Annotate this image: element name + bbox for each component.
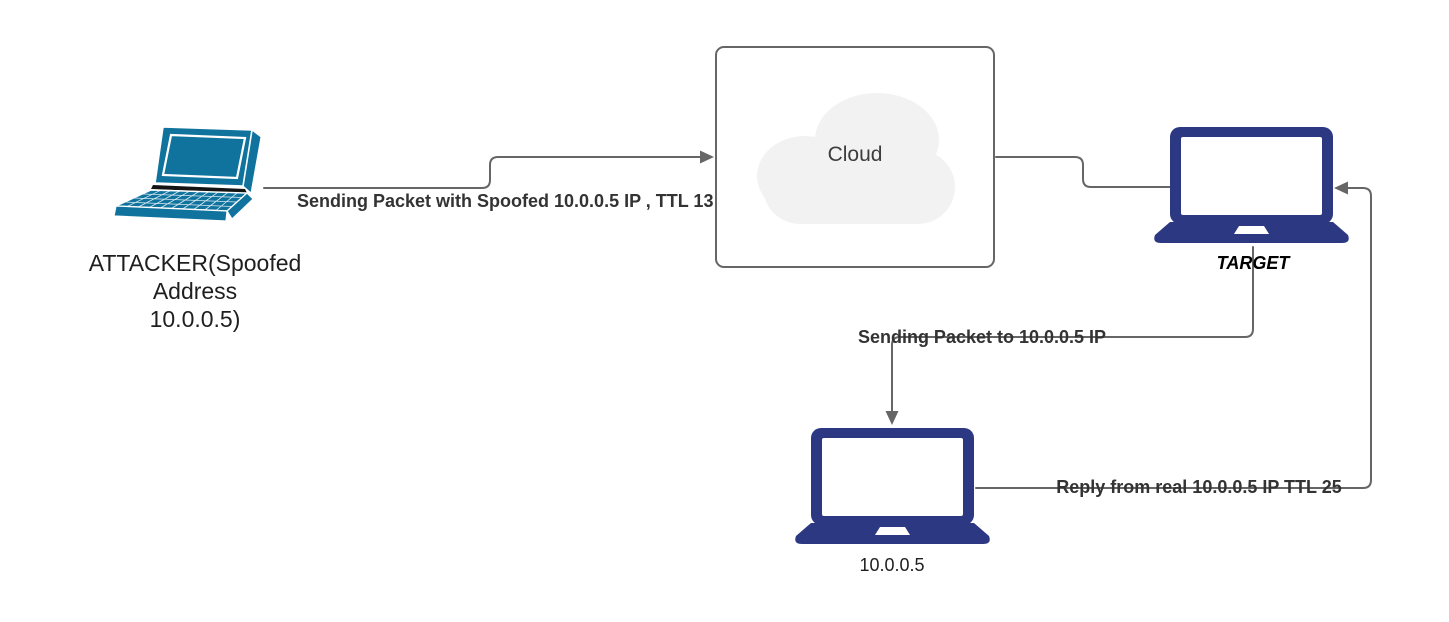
laptop-lid	[154, 126, 253, 187]
laptop-screen	[161, 133, 247, 180]
edge-target-to-host-arrowhead	[885, 411, 899, 425]
edge-host-to-target-arrowhead	[1334, 181, 1348, 195]
laptop-hinge	[151, 185, 247, 193]
laptop-base	[113, 205, 228, 222]
keyboard-grid	[124, 189, 243, 211]
cloud-icon	[757, 93, 955, 224]
laptop-screen	[1181, 137, 1322, 215]
laptop-notch	[875, 527, 910, 535]
real-host-laptop-icon	[795, 428, 990, 544]
edge-label-reply-from-host: Reply from real 10.0.0.5 IP TTL 25	[1056, 477, 1342, 497]
cloud-boundary-box	[715, 46, 995, 268]
cloud-node-label: Cloud	[827, 143, 883, 166]
edge-attacker-to-cloud-arrowhead	[700, 150, 714, 164]
target-laptop-icon	[1154, 127, 1349, 243]
edge-cloud-to-target-line	[995, 156, 1171, 188]
attacker-label-line3: 10.0.0.5)	[149, 306, 241, 332]
edge-attacker-to-cloud-line	[263, 156, 701, 189]
edge-target-to-host-line	[891, 246, 1254, 412]
real-host-node-label: 10.0.0.5	[859, 555, 925, 575]
edge-label-spoofed-packet: Sending Packet with Spoofed 10.0.0.5 IP …	[297, 191, 714, 211]
laptop-screen	[822, 438, 963, 516]
laptop-notch	[1234, 226, 1269, 234]
attacker-node-label: ATTACKER(Spoofed Address 10.0.0.5)	[45, 249, 345, 333]
laptop-base-right	[226, 192, 254, 220]
attacker-laptop-icon	[113, 126, 262, 222]
edge-host-to-target-line	[975, 187, 1372, 489]
attacker-label-line1: ATTACKER(Spoofed	[88, 250, 302, 276]
attacker-label-line2: Address	[152, 278, 238, 304]
edge-label-sending-to-host: Sending Packet to 10.0.0.5 IP	[857, 327, 1107, 347]
target-node-label: TARGET	[1216, 253, 1290, 273]
